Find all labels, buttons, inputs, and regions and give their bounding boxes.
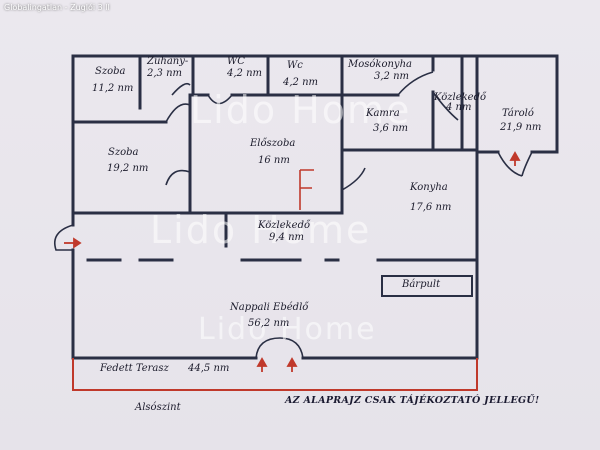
room-area: 19,2 nm	[107, 163, 149, 174]
tarolo-arrow-head-icon	[509, 151, 521, 161]
door-arc-tarolo-b	[521, 151, 533, 177]
door-arc-kamra	[432, 91, 459, 121]
room-area: 17,6 nm	[410, 202, 452, 213]
room-name: Wc	[287, 60, 303, 71]
level-label: Alsószint	[135, 402, 181, 413]
watermark: Lido Home	[198, 312, 377, 347]
door-arc-terrace-right	[279, 337, 304, 359]
room-name: Nappali Ebédlő	[230, 302, 309, 313]
room-name: Konyha	[410, 182, 448, 193]
door-arc-mosokonyha	[397, 71, 434, 96]
room-area: 4,2 nm	[227, 68, 263, 79]
disclaimer: AZ ALAPRAJZ CSAK TÁJÉKOZTATÓ JELLEGŰ!	[285, 395, 540, 406]
door-arc-szoba1	[165, 103, 191, 123]
terrace-arrow-left-head-icon	[256, 357, 268, 367]
room-name: Tároló	[502, 108, 534, 119]
door-arc-terrace-left	[255, 337, 281, 359]
terrace-name: Fedett Terasz	[100, 363, 169, 374]
room-name: Közlekedő	[434, 92, 487, 103]
room-area: 3,6 nm	[373, 123, 409, 134]
room-name: Kamra	[366, 108, 400, 119]
room-name: WC	[227, 56, 245, 67]
terrace-area: 44,5 nm	[188, 363, 230, 374]
room-name: Szoba	[95, 66, 126, 77]
room-area: 4,2 nm	[283, 77, 319, 88]
terrace-arrow-right-head-icon	[286, 357, 298, 367]
door-arc-zuhany	[171, 82, 191, 96]
door-arc-szoba2	[165, 169, 191, 186]
tarolo-wall	[475, 54, 559, 154]
room-area: 56,2 nm	[248, 318, 290, 329]
barpult-label: Bárpult	[402, 279, 441, 290]
room-area: 3,2 nm	[374, 71, 410, 82]
room-area: 16 nm	[258, 155, 290, 166]
barpult-box	[381, 275, 473, 297]
room-name: Mosókonyha	[348, 59, 412, 70]
room-name: Előszoba	[250, 138, 296, 149]
terrace-outline	[72, 358, 478, 391]
door-arc-tarolo	[497, 151, 523, 177]
room-name: Közlekedő	[258, 220, 311, 231]
room-name: Zuhany-	[147, 56, 189, 67]
source-caption: Globalingatlan - Zuglói 3 ll	[4, 3, 110, 12]
watermark: Lido Home	[150, 208, 372, 252]
stair-mark	[299, 169, 314, 210]
room-area: 4 nm	[446, 102, 472, 113]
door-arc-entrance	[54, 224, 74, 251]
room-area: 21,9 nm	[500, 122, 542, 133]
entrance-arrow-head-icon	[73, 237, 82, 249]
door-arc-konyha	[341, 167, 366, 191]
door-arc-wc	[207, 94, 233, 105]
room-area: 9,4 nm	[269, 232, 305, 243]
room-name: Szoba	[108, 147, 139, 158]
watermark: Lido Home	[190, 88, 412, 132]
room-area: 11,2 nm	[92, 83, 134, 94]
room-area: 2,3 nm	[147, 68, 183, 79]
